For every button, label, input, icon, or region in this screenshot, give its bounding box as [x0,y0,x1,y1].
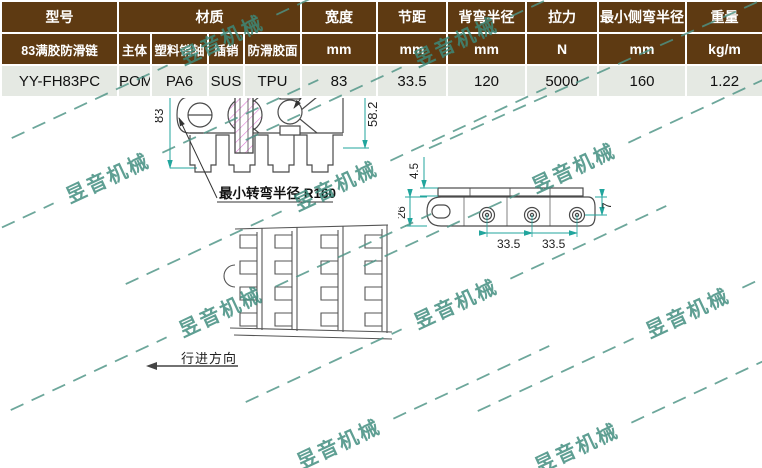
spec-table: 型号 材质 宽度 节距 背弯半径 拉力 最小侧弯半径 重量 83满胶防滑链 主体… [0,0,762,98]
arrow-head-left [146,362,157,370]
plastic-pin-bracket [279,125,301,136]
iso-clevis [223,264,236,288]
value-plastic-pin: PA6 [150,64,209,98]
unit-back-bend: mm [446,32,527,66]
table-header-row: 型号 材质 宽度 节距 背弯半径 拉力 最小侧弯半径 重量 [0,0,762,34]
value-pitch: 33.5 [376,64,448,98]
col-weight: 重量 [685,0,762,34]
dim-4-5-label: 4.5 [409,163,421,179]
chain-side-outline [426,187,596,227]
dim-58-2-label: 58.2 [365,102,380,127]
material-body: 主体 [117,32,152,66]
unit-pitch: mm [376,32,448,66]
svg-text:昱音机械: 昱音机械 [293,414,385,468]
direction-arrow [146,362,238,370]
col-pitch: 节距 [376,0,448,34]
svg-text:昱音机械: 昱音机械 [642,283,734,343]
value-body: POM [117,64,152,98]
unit-weight: kg/m [685,32,762,66]
isometric-view-drawing [223,224,393,340]
col-material: 材质 [117,0,302,34]
svg-text:昱音机械: 昱音机械 [531,418,623,468]
direction-label: 行进方向 [181,351,238,366]
material-antislip-surface: 防滑胶面 [243,32,302,66]
turn-radius-leader [178,117,218,199]
unit-tension: N [525,32,599,66]
value-model: YY-FH83PC [0,64,119,98]
value-insert-pin: SUS [207,64,245,98]
svg-text:昱音机械: 昱音机械 [410,274,502,334]
value-weight: 1.22 [685,64,762,98]
side-slot [431,204,451,219]
unit-min-side-bend: mm [597,32,687,66]
col-min-side-bend-radius: 最小侧弯半径 [597,0,687,34]
value-antislip: TPU [243,64,302,98]
value-width: 83 [300,64,378,98]
dim-83-label: 83 [155,109,166,123]
col-width: 宽度 [300,0,378,34]
watermark: 昱音机械 [531,349,762,468]
col-model: 型号 [0,0,119,34]
col-back-bend-radius: 背弯半径 [446,0,527,34]
value-min-side-bend: 160 [597,64,687,98]
dim-7-label: 7 [602,203,613,209]
material-plastic-pin: 塑料销轴 [150,32,209,66]
side-view-drawing: 4.5 26 7 33.5 33.5 [398,157,613,251]
iso-link-strip [320,226,344,332]
value-back-bend: 120 [446,64,527,98]
material-insert-pin: 插销 [207,32,245,66]
iso-link-strip [364,225,388,333]
value-tension: 5000 [525,64,599,98]
iso-link-strip [239,228,263,330]
table-unit-row: 83满胶防滑链 主体 塑料销轴 插销 防滑胶面 mm mm mm N mm kg… [0,32,762,66]
dim-26-label: 26 [398,206,408,219]
col-tension: 拉力 [525,0,599,34]
dim-33-5-label-2: 33.5 [542,237,566,251]
iso-link-strip [274,227,298,331]
svg-text:昱音机械: 昱音机械 [62,148,154,208]
plastic-pin [277,99,303,125]
chain-type: 83满胶防滑链 [0,32,119,66]
dim-33-5-label-1: 33.5 [497,237,521,251]
min-turn-radius-note: 最小转弯半径 R160 [219,185,336,201]
table-value-row: YY-FH83PC POM PA6 SUS TPU 83 33.5 120 50… [0,64,762,98]
unit-width: mm [300,32,378,66]
